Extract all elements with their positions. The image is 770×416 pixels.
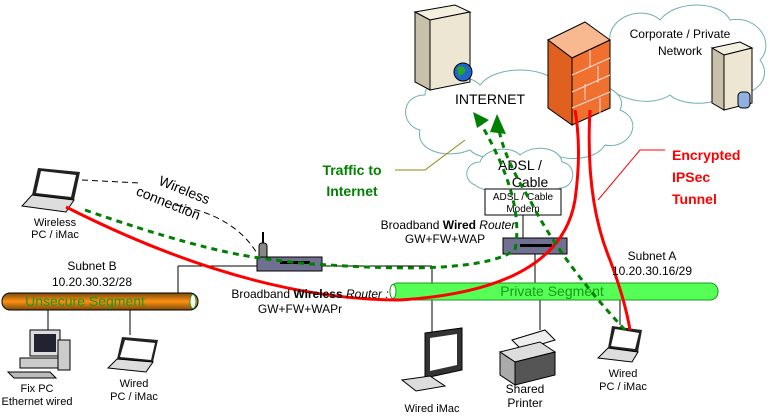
wireless-router-label: Broadband Wireless Router : [231,287,388,301]
wireless-laptop-icon [20,168,80,213]
unsecure-segment: Unsecure Segment [1,292,199,311]
wired-laptop-right-icon [596,326,642,363]
wired-router-label-2: GW+FW+WAP [405,232,485,246]
traffic-path-wireless [84,123,519,270]
subnet-a-label: Subnet A [628,249,677,263]
modem-label-2: Modem [506,204,539,215]
subnet-a-address: 10.20.30.16/29 [612,264,692,278]
wireless-connection-label: Wireless connection [134,172,212,223]
tunnel-callout-line [597,149,665,201]
adsl-modem: ADSL / Cable Modem [484,188,562,216]
corporate-server-icon [710,41,754,111]
wired-pc-left-label-2: PC / iMac [110,391,158,403]
wireless-link [81,179,259,256]
traffic-arrowhead-1 [473,112,489,128]
wired-imac-icon [400,327,463,392]
private-segment-label: Private Segment [500,283,604,299]
fix-pc-label: Fix PC [21,383,54,395]
wired-imac-label: Wired iMac [404,403,460,415]
subnet-b-label: Subnet B [67,259,116,273]
adsl-label: ADSL / [498,157,542,173]
internet-server-icon [413,4,473,91]
wired-pc-right-label-2: PC / iMac [599,381,647,393]
fix-pc-icon [6,329,71,379]
wireless-pc-label: Wireless [34,217,77,229]
wired-router-label: Broadband Wired Router [381,218,517,232]
fix-pc-label-2: Ethernet wired [2,396,73,408]
corporate-label: Corporate / Private [630,27,731,41]
tunnel-label-2: IPSec [672,169,710,185]
wired-laptop-left-icon [106,337,158,373]
traffic-label-2: Internet [326,183,378,199]
internet-label: INTERNET [455,91,525,107]
wireless-router-label-2: GW+FW+WAPr [258,302,342,316]
ipsec-tunnel-line-2 [587,109,632,331]
subnet-b-address: 10.20.30.32/28 [52,275,132,289]
tunnel-label-3: Tunnel [672,191,717,207]
traffic-path-wired [497,129,627,332]
modem-label: ADSL / Cable [493,192,554,203]
traffic-callout-line [395,139,466,171]
printer-label-2: Printer [507,396,542,410]
tunnel-label: Encrypted [672,147,740,163]
traffic-label: Traffic to [322,162,381,178]
ethernet-links [47,215,621,335]
wired-pc-left-label: Wired [120,378,149,390]
printer-label: Shared [506,382,545,396]
printer-icon [498,329,557,386]
wireless-router-icon [256,232,323,272]
wireless-pc-label-2: PC / iMac [31,229,79,241]
firewall-icon [547,21,611,126]
unsecure-segment-label: Unsecure Segment [25,293,145,309]
traffic-arrowhead-2 [490,114,506,134]
private-segment: Private Segment [389,282,719,301]
corporate-label-2: Network [658,44,703,58]
wired-pc-right-label: Wired [609,368,638,380]
ipsec-tunnel-line [65,109,580,302]
